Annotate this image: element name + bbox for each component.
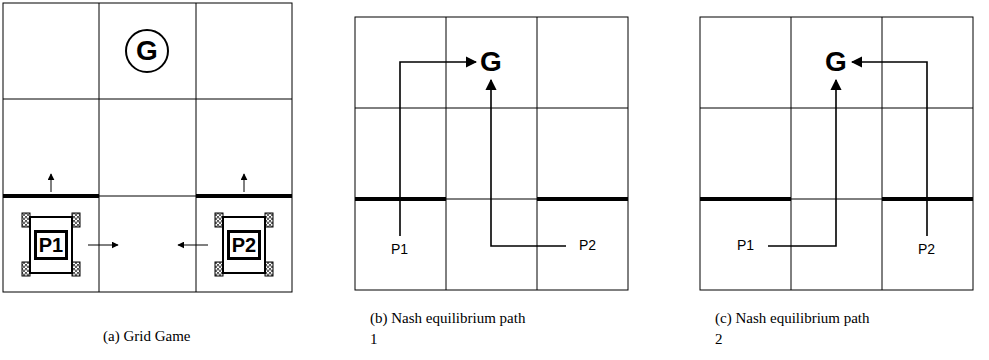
player-label: P1 <box>737 238 754 253</box>
panel-caption: (c) Nash equilibrium path 2 <box>715 308 873 350</box>
goal-circle: G <box>125 29 169 73</box>
goal-label: G <box>136 37 158 65</box>
robot-body: P1 <box>29 216 73 274</box>
goal-label: G <box>825 47 847 78</box>
robot-plate: P1 <box>34 230 68 260</box>
player-label: P2 <box>918 242 935 257</box>
robot-label: P1 <box>39 235 63 255</box>
panel-caption: (a) Grid Game <box>103 326 190 347</box>
player-label: P1 <box>391 242 408 257</box>
robot-body: P2 <box>222 216 266 274</box>
goal-label: G <box>480 47 502 78</box>
robot-plate: P2 <box>227 230 261 260</box>
robot-label: P2 <box>232 235 256 255</box>
panel-caption: (b) Nash equilibrium path 1 <box>370 308 528 350</box>
player-label: P2 <box>579 238 596 253</box>
